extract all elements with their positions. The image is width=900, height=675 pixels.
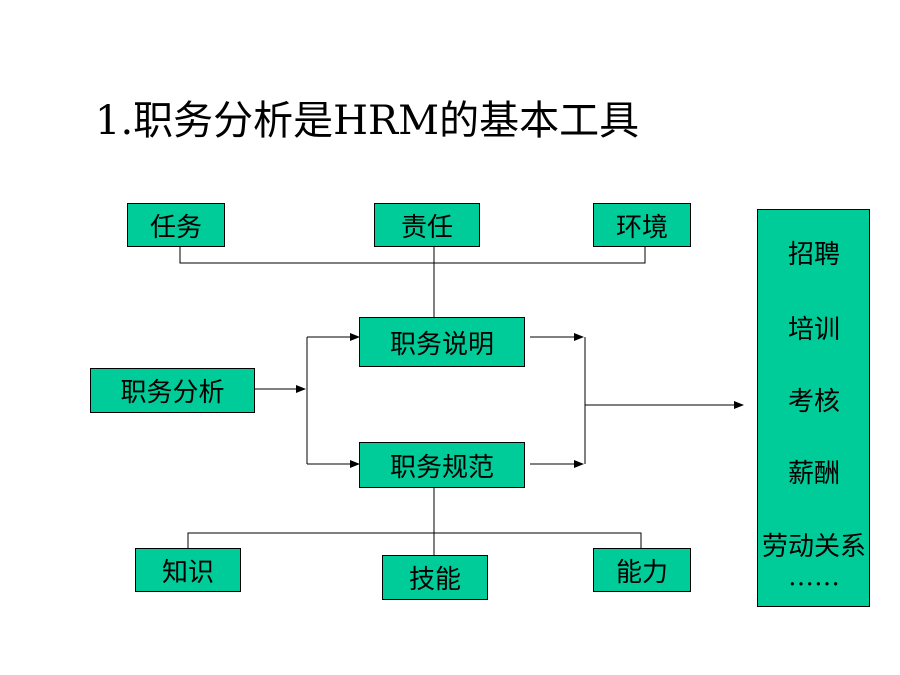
knowledge-box: 知识 [135,548,241,592]
application-compensation: 薪酬 [787,459,840,489]
application-recruitment: 招聘 [787,240,840,270]
application-ellipsis: …… [788,562,840,592]
responsibility-box: 责任 [374,203,480,247]
job-description-box: 职务说明 [359,317,525,367]
application-appraisal: 考核 [787,387,840,417]
top-bracket-line [179,247,646,264]
task-box: 任务 [127,203,225,247]
page-title: 1.职务分析是HRM的基本工具 [95,98,640,144]
ability-box: 能力 [593,548,691,592]
skill-box: 技能 [382,555,488,600]
bottom-bracket-line [187,532,642,548]
environment-box: 环境 [593,203,691,247]
job-specification-box: 职务规范 [359,442,525,488]
application-training: 培训 [787,315,840,345]
application-labor-relations: 劳动关系 [761,532,866,562]
job-analysis-box: 职务分析 [90,368,255,413]
applications-panel: 招聘 培训 考核 薪酬 劳动关系 …… [757,209,870,607]
